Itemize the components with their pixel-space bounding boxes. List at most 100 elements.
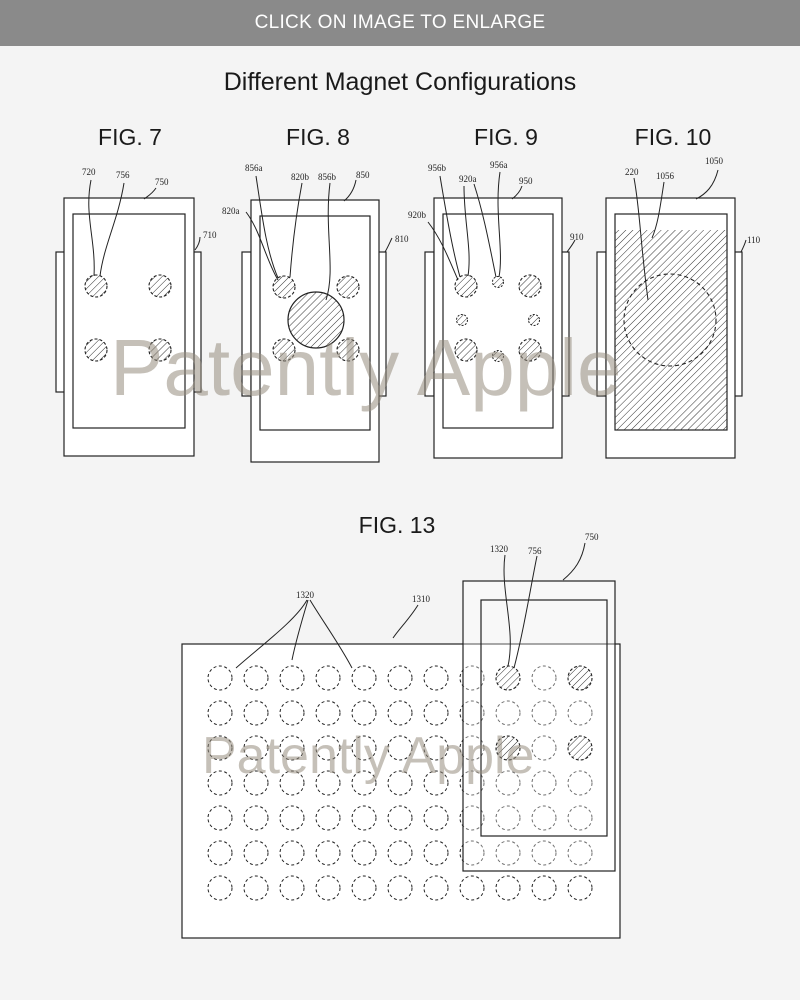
fig13-grid-magnet bbox=[459, 665, 485, 691]
fig13-grid-magnet bbox=[279, 735, 305, 761]
fig9-ref-920a: 920a bbox=[459, 174, 477, 184]
fig13-grid-magnet bbox=[459, 735, 485, 761]
fig13-grid-magnet bbox=[279, 665, 305, 691]
fig9-magnet bbox=[454, 338, 478, 362]
fig8-magnet bbox=[336, 275, 360, 299]
fig13-grid-magnet bbox=[423, 875, 449, 901]
fig-7-diagram: 720 756 750 710 bbox=[55, 167, 217, 457]
fig13-grid-magnet bbox=[315, 840, 341, 866]
fig8-magnet bbox=[272, 338, 296, 362]
fig9-ref-956b: 956b bbox=[428, 163, 447, 173]
fig13-grid-magnet bbox=[315, 735, 341, 761]
fig7-ref-750: 750 bbox=[155, 177, 169, 187]
fig9-ref-910: 910 bbox=[570, 232, 584, 242]
fig10-magnet-outline bbox=[623, 273, 717, 367]
fig9-small-magnet bbox=[456, 314, 468, 326]
fig13-grid-magnet bbox=[315, 770, 341, 796]
fig13-grid-magnet bbox=[567, 770, 593, 796]
fig13-grid-magnet bbox=[531, 735, 557, 761]
fig13-grid-magnet bbox=[459, 805, 485, 831]
page-title: Different Magnet Configurations bbox=[223, 68, 577, 96]
fig10-ref-1050: 1050 bbox=[705, 156, 724, 166]
fig13-grid-magnet bbox=[387, 770, 413, 796]
fig-7-label: FIG. 7 bbox=[98, 124, 162, 150]
fig8-ref-820a: 820a bbox=[222, 206, 240, 216]
fig13-grid-magnet bbox=[567, 840, 593, 866]
fig13-grid-magnet bbox=[279, 770, 305, 796]
fig9-ref-956a: 956a bbox=[490, 160, 508, 170]
fig-8-label: FIG. 8 bbox=[286, 124, 350, 150]
fig13-grid-magnet bbox=[531, 665, 557, 691]
fig13-grid-magnet bbox=[531, 805, 557, 831]
fig13-grid-magnet bbox=[207, 840, 233, 866]
fig13-grid-magnet bbox=[423, 700, 449, 726]
fig13-grid-magnet bbox=[387, 840, 413, 866]
fig7-ref-756: 756 bbox=[116, 170, 130, 180]
fig8-magnet bbox=[272, 275, 296, 299]
fig13-grid-magnet bbox=[207, 805, 233, 831]
fig13-grid-magnet bbox=[315, 805, 341, 831]
fig8-magnet bbox=[336, 338, 360, 362]
fig13-grid-magnet bbox=[207, 875, 233, 901]
fig13-grid-magnet bbox=[315, 665, 341, 691]
fig10-ref-220: 220 bbox=[625, 167, 639, 177]
fig13-grid-magnet bbox=[423, 805, 449, 831]
fig13-grid-magnet bbox=[387, 700, 413, 726]
fig13-grid-magnet bbox=[495, 875, 521, 901]
fig13-grid-magnet bbox=[243, 770, 269, 796]
fig13-ref-1320-device: 1320 bbox=[490, 544, 509, 554]
fig-8-diagram: 856a 820b 856b 850 820a 810 bbox=[222, 163, 409, 463]
fig8-ref-810: 810 bbox=[395, 234, 409, 244]
fig13-grid-magnet bbox=[531, 875, 557, 901]
fig13-device-outer bbox=[462, 580, 616, 872]
fig13-grid-magnet bbox=[531, 700, 557, 726]
fig13-ref-1320: 1320 bbox=[296, 590, 315, 600]
fig9-magnet bbox=[454, 274, 478, 298]
fig13-grid-magnet bbox=[423, 770, 449, 796]
fig13-grid-magnet bbox=[351, 735, 377, 761]
fig13-device-inner bbox=[480, 599, 608, 837]
fig13-grid-magnet bbox=[243, 700, 269, 726]
fig7-magnet bbox=[148, 274, 172, 298]
fig13-grid-magnet bbox=[495, 840, 521, 866]
fig10-hatched-magnet-region bbox=[615, 230, 727, 430]
fig8-ref-856b: 856b bbox=[318, 172, 337, 182]
fig10-ref-1056: 1056 bbox=[656, 171, 675, 181]
fig13-active-magnet bbox=[495, 665, 521, 691]
fig13-active-magnet bbox=[567, 665, 593, 691]
fig13-grid-magnet bbox=[459, 700, 485, 726]
fig13-grid-magnet bbox=[495, 700, 521, 726]
fig9-small-magnet bbox=[528, 314, 540, 326]
fig13-grid-magnet bbox=[459, 840, 485, 866]
fig13-grid-magnet bbox=[387, 665, 413, 691]
fig13-grid-magnet bbox=[243, 840, 269, 866]
fig13-grid-magnet bbox=[387, 805, 413, 831]
fig-13-diagram: 1320 1320 756 750 1310 bbox=[181, 532, 621, 939]
fig13-grid-magnet bbox=[567, 700, 593, 726]
fig9-magnet bbox=[518, 338, 542, 362]
fig10-ref-110: 110 bbox=[747, 235, 761, 245]
fig13-grid-magnet bbox=[243, 875, 269, 901]
fig13-active-magnet bbox=[567, 735, 593, 761]
fig-9-diagram: 956b 956a 920a 950 920b 910 bbox=[408, 160, 584, 459]
fig13-ref-756: 756 bbox=[528, 546, 542, 556]
fig13-grid-magnet bbox=[495, 805, 521, 831]
fig13-grid-magnet bbox=[387, 875, 413, 901]
fig13-grid-magnet bbox=[207, 770, 233, 796]
fig13-grid-magnet bbox=[279, 840, 305, 866]
fig9-magnet bbox=[518, 274, 542, 298]
fig-10-label: FIG. 10 bbox=[634, 124, 712, 150]
fig7-ref-710: 710 bbox=[203, 230, 217, 240]
fig13-grid-magnet bbox=[459, 770, 485, 796]
fig13-grid-magnet bbox=[351, 805, 377, 831]
fig-13-label: FIG. 13 bbox=[358, 512, 436, 538]
fig7-magnet bbox=[148, 338, 172, 362]
fig7-ref-720: 720 bbox=[82, 167, 96, 177]
fig13-grid-magnet bbox=[207, 735, 233, 761]
enlarge-image-bar[interactable]: CLICK ON IMAGE TO ENLARGE bbox=[0, 0, 800, 46]
fig13-grid-magnet bbox=[279, 805, 305, 831]
fig7-magnet bbox=[84, 274, 108, 298]
fig13-grid-magnet bbox=[351, 700, 377, 726]
fig13-grid-magnet bbox=[315, 700, 341, 726]
